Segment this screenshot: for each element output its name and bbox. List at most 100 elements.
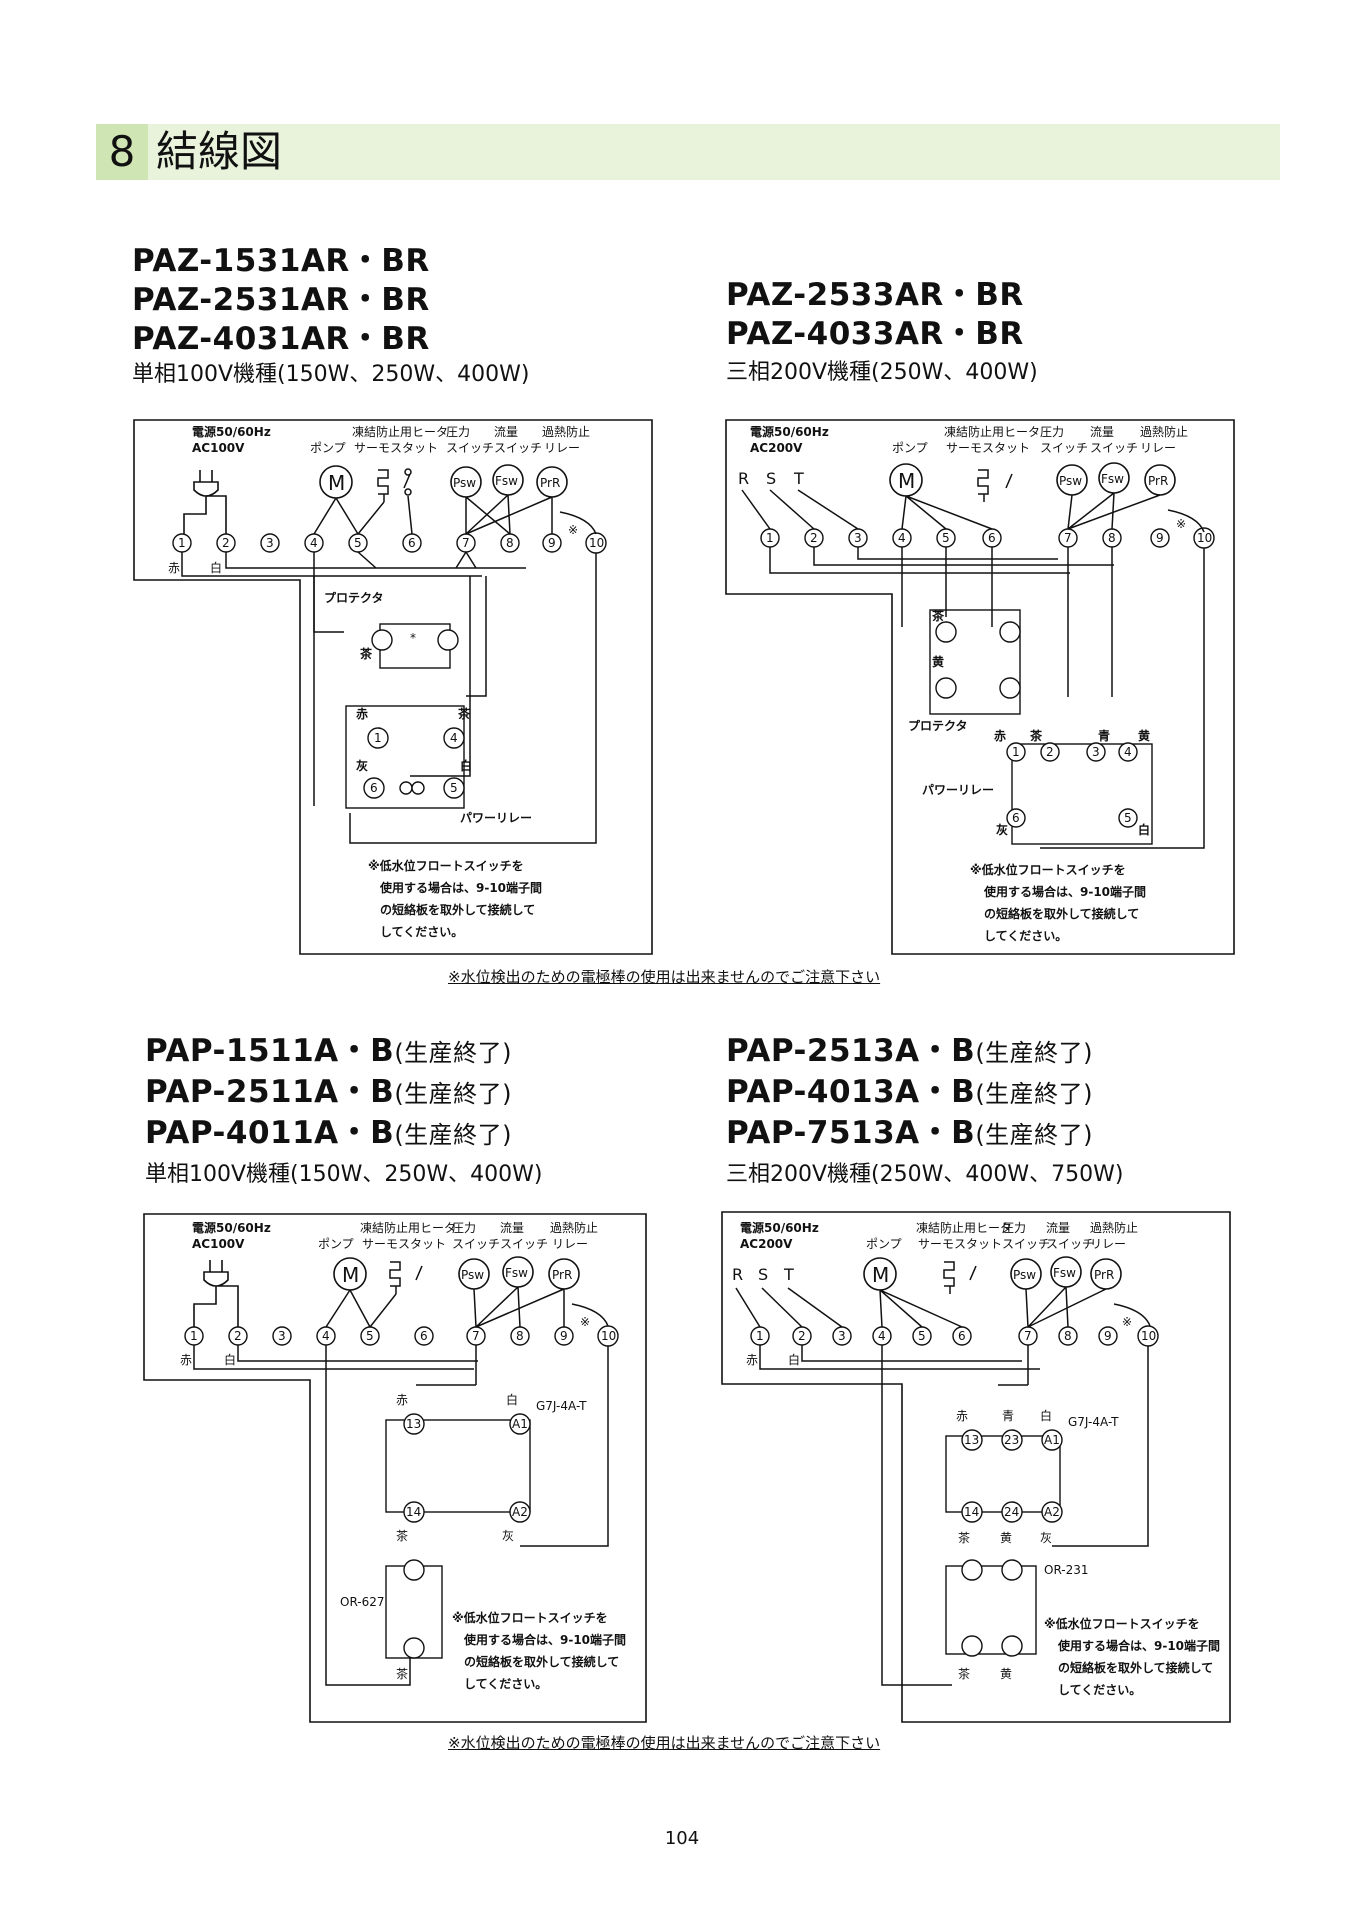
model-row: PAP-4011A・B(生産終了) [145, 1114, 512, 1155]
svg-text:3: 3 [854, 531, 862, 545]
svg-text:Psw: Psw [453, 476, 476, 490]
svg-text:Psw: Psw [1059, 474, 1082, 488]
svg-text:※: ※ [580, 1315, 590, 1329]
svg-text:Psw: Psw [1013, 1268, 1036, 1282]
svg-text:5: 5 [450, 781, 458, 795]
diagram-2: 電源50/60Hz AC200V ポンプ 凍結防止用ヒータ サーモスタット 圧力… [738, 424, 1215, 943]
svg-text:圧力: 圧力 [446, 425, 470, 439]
svg-text:灰: 灰 [996, 822, 1008, 837]
svg-text:流量: 流量 [494, 425, 518, 439]
svg-text:してください。: してください。 [380, 925, 463, 939]
svg-text:赤: 赤 [746, 1353, 758, 1367]
section-title: 結線図 [156, 127, 283, 176]
model-row: PAP-2511A・B(生産終了) [145, 1073, 512, 1114]
svg-text:してください。: してください。 [1058, 1683, 1141, 1697]
svg-text:S: S [758, 1265, 768, 1284]
svg-text:スイッチ: スイッチ [1040, 441, 1088, 455]
svg-text:8: 8 [1064, 1329, 1072, 1343]
eol-label: (生産終了) [975, 1039, 1094, 1067]
svg-text:S: S [766, 469, 776, 488]
pap-three-models: PAP-2513A・B(生産終了) PAP-4013A・B(生産終了) PAP-… [726, 1032, 1093, 1155]
svg-text:白: 白 [460, 758, 472, 773]
svg-text:流量: 流量 [500, 1221, 524, 1235]
svg-text:PrR: PrR [552, 1268, 572, 1282]
svg-text:サーモスタット: サーモスタット [918, 1237, 1002, 1251]
svg-text:黄: 黄 [1138, 728, 1150, 743]
svg-text:4: 4 [878, 1329, 886, 1343]
model-name: PAP-2511A・B [145, 1074, 395, 1110]
svg-text:4: 4 [1124, 745, 1132, 759]
svg-text:電源50/60Hz: 電源50/60Hz [192, 1220, 271, 1235]
svg-text:茶: 茶 [1029, 728, 1043, 743]
svg-text:流量: 流量 [1090, 425, 1114, 439]
svg-text:A2: A2 [512, 1505, 528, 1519]
svg-text:PrR: PrR [540, 476, 560, 490]
svg-text:AC200V: AC200V [750, 441, 803, 455]
svg-text:T: T [783, 1265, 794, 1284]
svg-text:T: T [793, 469, 804, 488]
svg-text:の短絡板を取外して接続して: の短絡板を取外して接続して [380, 902, 535, 917]
power-freq-label: 電源50/60Hz [192, 424, 271, 439]
svg-text:6: 6 [420, 1329, 428, 1343]
svg-text:茶: 茶 [931, 608, 945, 623]
svg-text:※: ※ [1122, 1315, 1132, 1329]
svg-text:※低水位フロートスイッチを: ※低水位フロートスイッチを [452, 1610, 608, 1625]
model-row: PAP-4013A・B(生産終了) [726, 1073, 1093, 1114]
svg-text:白: 白 [1138, 822, 1150, 837]
svg-text:10: 10 [589, 536, 604, 550]
svg-text:8: 8 [1108, 531, 1116, 545]
electrode-note: ※水位検出のための電極棒の使用は出来ませんのでご注意下さい [448, 968, 881, 986]
svg-text:圧力: 圧力 [1002, 1221, 1026, 1235]
svg-text:してください。: してください。 [464, 1677, 547, 1691]
svg-text:電源50/60Hz: 電源50/60Hz [740, 1220, 819, 1235]
svg-text:8: 8 [516, 1329, 524, 1343]
ac-label: AC100V [192, 441, 245, 455]
svg-text:リレー: リレー [544, 441, 580, 455]
svg-text:プロテクタ: プロテクタ [908, 718, 968, 733]
svg-text:の短絡板を取外して接続して: の短絡板を取外して接続して [1058, 1660, 1213, 1675]
svg-text:M: M [342, 1263, 359, 1287]
model-name: PAP-7513A・B [726, 1115, 976, 1151]
svg-text:リレー: リレー [1090, 1237, 1126, 1251]
svg-text:4: 4 [310, 536, 318, 550]
svg-text:6: 6 [958, 1329, 966, 1343]
svg-text:パワーリレー: パワーリレー [922, 783, 994, 797]
model-name: PAP-2513A・B [726, 1033, 976, 1069]
svg-text:スイッチ: スイッチ [494, 441, 542, 455]
svg-text:圧力: 圧力 [452, 1221, 476, 1235]
frame-diagram-2 [725, 419, 1235, 955]
svg-text:過熱防止: 過熱防止 [1090, 1220, 1138, 1235]
svg-text:Fsw: Fsw [495, 474, 518, 488]
svg-text:6: 6 [1012, 811, 1020, 825]
svg-text:※: ※ [568, 523, 578, 537]
frame-diagram-3 [143, 1213, 647, 1723]
svg-text:してください。: してください。 [984, 929, 1067, 943]
svg-text:リレー: リレー [552, 1237, 588, 1251]
model-name: PAP-4011A・B [145, 1115, 395, 1151]
svg-text:24: 24 [1004, 1505, 1019, 1519]
svg-text:3: 3 [838, 1329, 846, 1343]
paz-three-models: PAZ-2533AR・BR PAZ-4033AR・BR [726, 276, 1024, 354]
svg-text:1: 1 [766, 531, 774, 545]
svg-text:黄: 黄 [1000, 1667, 1012, 1681]
svg-text:リレー: リレー [1140, 441, 1176, 455]
svg-text:凍結防止用ヒータ: 凍結防止用ヒータ [352, 424, 448, 439]
svg-text:9: 9 [548, 536, 556, 550]
svg-text:赤: 赤 [180, 1353, 192, 1367]
eol-label: (生産終了) [394, 1121, 513, 1149]
svg-text:サーモスタット: サーモスタット [354, 441, 438, 455]
svg-text:9: 9 [1104, 1329, 1112, 1343]
svg-text:5: 5 [354, 536, 362, 550]
paz-three-spec: 三相200V機種(250W、400W) [726, 360, 1038, 385]
motor-label: M [328, 471, 345, 495]
model-name: PAZ-2531AR・BR [132, 282, 430, 318]
svg-text:ポンプ: ポンプ [318, 1237, 354, 1251]
model-name: PAZ-1531AR・BR [132, 243, 430, 279]
svg-text:1: 1 [190, 1329, 198, 1343]
svg-text:5: 5 [918, 1329, 926, 1343]
model-row: PAP-2513A・B(生産終了) [726, 1032, 1093, 1073]
model-row: PAP-7513A・B(生産終了) [726, 1114, 1093, 1155]
svg-text:灰: 灰 [356, 758, 368, 773]
model-name: PAP-1511A・B [145, 1033, 395, 1069]
